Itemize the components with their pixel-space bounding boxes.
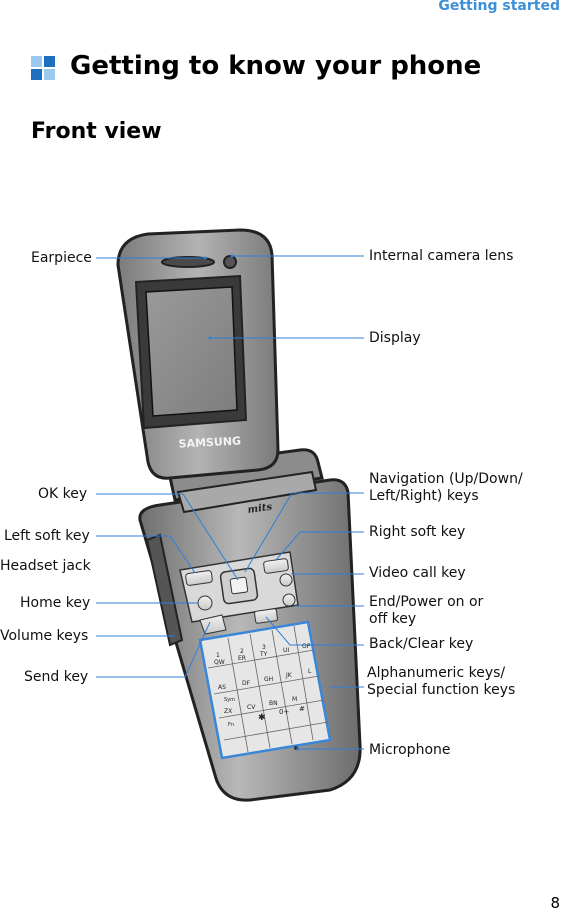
right-soft-key-shape (263, 558, 289, 574)
label-send-key: Send key (24, 669, 89, 685)
label-back-clear-key: Back/Clear key (369, 636, 474, 652)
callout-lines (96, 255, 364, 750)
keypad-grid (207, 625, 329, 753)
key-3: 3 (262, 644, 266, 651)
key-zero: 0+ (279, 708, 289, 716)
page-number: 8 (550, 894, 560, 912)
key-ty: TY (259, 651, 268, 658)
label-end-power-line1: End/Power on or (369, 594, 484, 610)
label-internal-camera-lens: Internal camera lens (369, 248, 514, 264)
key-m: M (292, 696, 297, 703)
label-display: Display (369, 330, 421, 346)
key-fn: Fn (228, 722, 234, 728)
display-shape (145, 286, 238, 417)
camera-lens-shape (223, 255, 237, 269)
label-volume-keys: Volume keys (0, 628, 89, 644)
back-clear-key-shape (254, 608, 278, 624)
label-left-soft-key: Left soft key (4, 528, 90, 544)
callout-right-soft-key (275, 531, 364, 561)
key-qw: QW (214, 659, 225, 666)
label-ok-key: OK key (38, 486, 88, 502)
key-hash: # (299, 705, 305, 713)
key-2: 2 (240, 648, 244, 655)
video-call-key-shape (279, 573, 293, 587)
label-navigation-line2: Left/Right) keys (369, 488, 479, 504)
label-right-soft-key: Right soft key (369, 524, 466, 540)
label-earpiece: Earpiece (31, 250, 92, 266)
callout-back-clear (265, 616, 364, 646)
key-gh: GH (264, 676, 273, 683)
key-l: L (308, 668, 312, 675)
key-cv: CV (247, 704, 256, 711)
label-video-call-key: Video call key (369, 565, 466, 581)
label-headset-jack: Headset jack (0, 558, 91, 574)
subsection-title: Front view (31, 119, 162, 144)
keypad-labels: 1 2 3 QW ER TY UI OP AS DF GH JK L ZX CV… (214, 643, 312, 728)
label-end-power-line2: off key (369, 611, 417, 627)
callout-ok-key (96, 493, 239, 581)
keypad-shape (198, 620, 332, 760)
section-title: Getting to know your phone (70, 51, 482, 81)
home-key-shape (197, 595, 213, 611)
key-sym: Sym (224, 697, 235, 703)
hinge-bar (176, 470, 318, 514)
key-star: ✱ (258, 713, 266, 723)
label-microphone: Microphone (369, 742, 451, 758)
key-bn: BN (269, 700, 278, 707)
ok-key-shape (229, 576, 249, 595)
label-home-key: Home key (20, 595, 91, 611)
key-er: ER (238, 655, 246, 662)
mits-logo: mits (247, 502, 273, 516)
left-soft-key-shape (185, 570, 213, 586)
callout-left-soft-key (96, 535, 196, 574)
callout-navigation (244, 492, 364, 573)
callout-send-key (96, 621, 211, 678)
volume-keys-shape (145, 533, 184, 647)
key-1: 1 (216, 652, 220, 659)
key-jk: JK (285, 672, 293, 679)
label-navigation-line1: Navigation (Up/Down/ (369, 471, 523, 487)
label-alphanumeric-line1: Alphanumeric keys/ (367, 665, 506, 681)
brand-logo: SAMSUNG (178, 434, 241, 450)
chapter-header: Getting started (438, 0, 560, 14)
key-as: AS (218, 684, 226, 691)
key-ui: UI (283, 647, 289, 654)
section-icon (31, 56, 55, 80)
key-df: DF (242, 680, 251, 687)
label-alphanumeric-line2: Special function keys (367, 682, 516, 698)
key-zx: ZX (224, 708, 232, 715)
end-key-shape (282, 593, 296, 607)
key-op: OP (302, 643, 311, 650)
earpiece-shape (161, 256, 215, 268)
